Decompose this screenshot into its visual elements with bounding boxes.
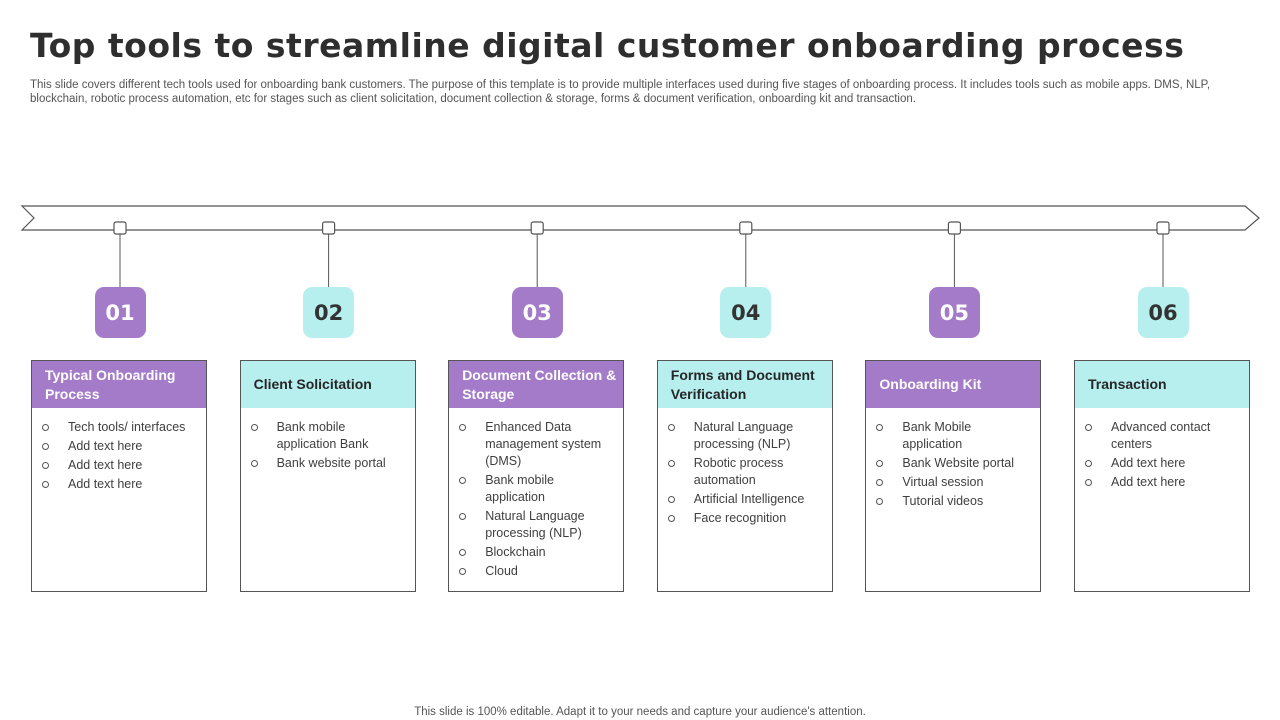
stage-tool-item: Artificial Intelligence: [667, 491, 826, 508]
timeline-arrow: [20, 205, 1260, 287]
timeline-node: [1156, 221, 1170, 235]
stage-tool-item: Bank website portal: [250, 455, 409, 472]
stage-tool-item: Bank Mobile application: [876, 419, 1034, 453]
stage-card-heading: Forms and Document Verification: [657, 361, 832, 408]
timeline-band: [20, 205, 1260, 231]
stage-tool-item: Bank mobile application Bank: [250, 419, 409, 453]
stage-card-heading: Document Collection & Storage: [449, 361, 624, 408]
stage-tool-item: Tech tools/ interfaces: [42, 419, 200, 436]
stage-tool-item: Add text here: [42, 476, 200, 493]
stage-card-heading: Onboarding Kit: [866, 361, 1041, 408]
stage-number-badge: 04: [720, 287, 772, 338]
stage-tool-item: Blockchain: [459, 544, 617, 561]
footer-note: This slide is 100% editable. Adapt it to…: [414, 706, 866, 718]
stage-number-badge: 01: [94, 287, 146, 338]
stage-tool-item: Virtual session: [876, 474, 1034, 491]
stage-tool-item: Advanced contact centers: [1085, 419, 1243, 453]
stage-tool-item: Add text here: [42, 438, 200, 455]
page-subtitle: This slide covers different tech tools u…: [30, 79, 1211, 105]
stage-number-badge: 05: [928, 287, 980, 338]
stage-tool-list: Natural Language processing (NLP)Robotic…: [658, 408, 832, 527]
stage-tool-item: Bank mobile application: [459, 472, 617, 506]
timeline-node: [322, 221, 336, 235]
stage-tool-item: Cloud: [459, 563, 617, 580]
stage-tool-item: Face recognition: [667, 510, 826, 527]
stage-tool-item: Natural Language processing (NLP): [459, 508, 617, 542]
stage-tool-item: Add text here: [1085, 474, 1243, 491]
stage-card-heading: Client Solicitation: [240, 361, 415, 408]
stage-card-heading: Typical Onboarding Process: [32, 361, 206, 408]
stage-number-badge: 02: [303, 287, 355, 338]
stage-card-heading: Transaction: [1075, 361, 1249, 408]
stage-tool-item: Enhanced Data management system (DMS): [459, 419, 617, 470]
stage-number-badge: 03: [511, 287, 563, 338]
stage-tool-item: Robotic process automation: [667, 455, 826, 489]
stage-tool-item: Add text here: [1085, 455, 1243, 472]
timeline-node: [530, 221, 544, 235]
stage-tool-list: Enhanced Data management system (DMS)Ban…: [449, 408, 623, 580]
stage-tool-item: Bank Website portal: [876, 455, 1034, 472]
stage-tool-item: Natural Language processing (NLP): [667, 419, 826, 453]
timeline-node: [113, 221, 127, 235]
stage-tool-item: Add text here: [42, 457, 200, 474]
timeline-node: [947, 221, 962, 235]
stage-tool-item: Tutorial videos: [876, 493, 1034, 510]
stage-number-badge: 06: [1137, 287, 1189, 338]
timeline-node: [739, 221, 753, 235]
page-title: Top tools to streamline digital customer…: [30, 26, 1185, 65]
